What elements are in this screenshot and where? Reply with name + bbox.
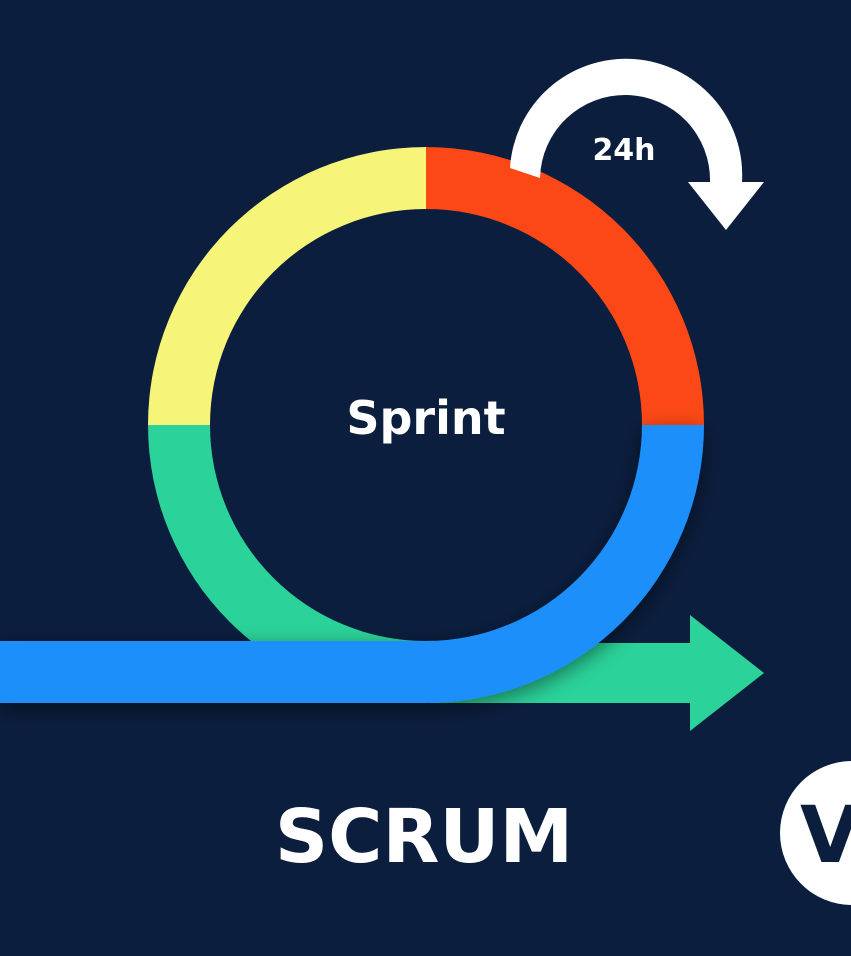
ring-segment-green: [148, 425, 426, 703]
ring-segment-red: [426, 147, 704, 425]
page-title: SCRUM: [275, 794, 573, 880]
blue-input-path: [0, 425, 704, 703]
daily-cycle-label: 24h: [592, 133, 655, 168]
ring-segment-yellow: [148, 147, 426, 425]
daily-cycle-arrow: 24h: [510, 58, 764, 231]
badge-letter: V: [800, 791, 851, 881]
sprint-label: Sprint: [346, 391, 505, 445]
logo-badge: V: [780, 761, 851, 905]
badge-circle: [780, 761, 851, 905]
curved-arrow-icon: [510, 58, 764, 231]
ring-segment-blue: [0, 425, 704, 703]
sprint-ring: [148, 147, 704, 703]
